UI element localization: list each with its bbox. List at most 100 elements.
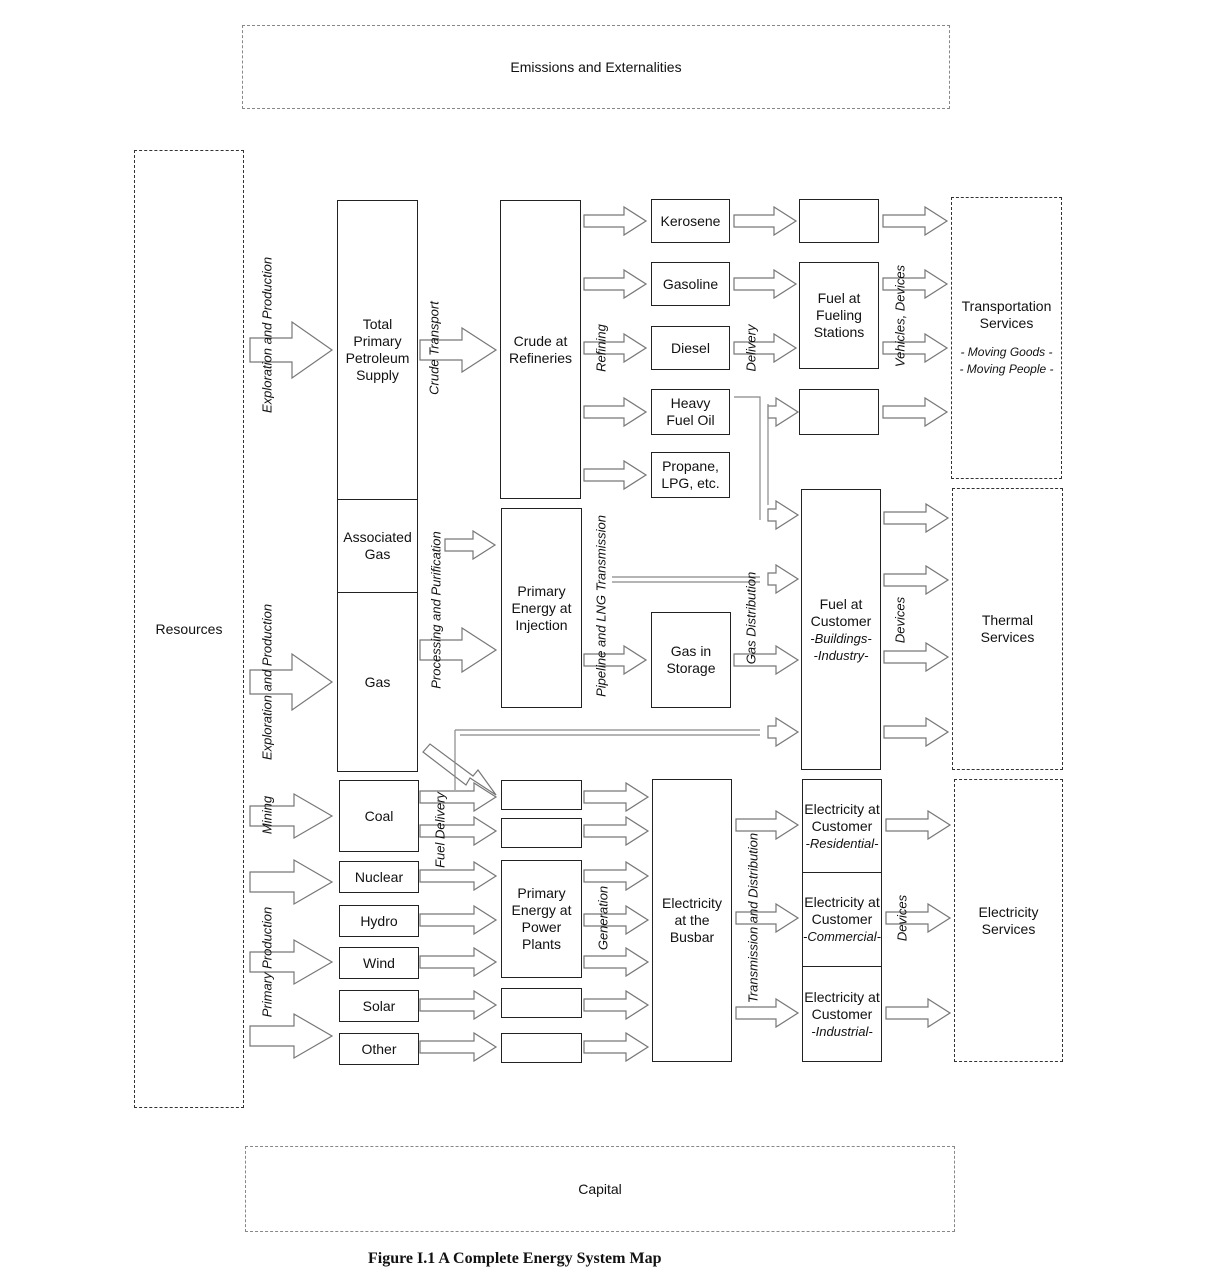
conversion-arrow	[583, 946, 650, 978]
power-plants-label: Primary Energy at Power Plants	[511, 885, 572, 952]
power-plant-slot-4	[501, 1033, 582, 1063]
kerosene-label: Kerosene	[660, 212, 721, 229]
label-transmission: Transmission and Distribution	[745, 832, 761, 1004]
electric-services-box: Electricity Services	[954, 779, 1063, 1062]
conversion-arrow	[583, 781, 650, 813]
label-mining: Mining	[259, 795, 275, 835]
device-arrow	[885, 997, 952, 1029]
power-plant-slot-3	[501, 988, 582, 1018]
transport-services-box: Transportation Services - Moving Goods -…	[951, 197, 1062, 479]
wind-box: Wind	[339, 947, 419, 979]
fuel-customer-label: Fuel at Customer	[810, 595, 872, 629]
transport-services-sub: - Moving Goods - - Moving People -	[959, 345, 1054, 376]
thermal-services-label: Thermal Services	[980, 612, 1035, 645]
solar-label: Solar	[362, 997, 396, 1014]
fueling-slot-top	[799, 199, 879, 243]
supply-arrow	[419, 1031, 498, 1063]
label-gas-distribution: Gas Distribution	[743, 571, 759, 665]
emissions-box: Emissions and Externalities	[242, 25, 950, 109]
fuel-customer-sub: -Buildings- -Industry-	[810, 630, 872, 663]
fueling-slot-bottom	[799, 389, 879, 435]
distribution-arrow	[767, 396, 800, 428]
conversion-arrow	[583, 459, 648, 491]
device-arrow	[885, 809, 952, 841]
nuclear-label: Nuclear	[354, 868, 404, 885]
fueling-stations-label: Fuel at Fueling Stations	[813, 290, 865, 340]
refineries-box: Crude at Refineries	[500, 200, 581, 499]
gas-box: Gas	[337, 592, 418, 772]
gas-storage-label: Gas in Storage	[666, 643, 716, 676]
distribution-arrow	[733, 205, 798, 237]
label-vehicles-devices: Vehicles, Devices	[892, 264, 908, 368]
conversion-arrow	[583, 815, 650, 847]
resources-label: Resources	[155, 620, 223, 637]
distribution-arrow	[767, 563, 800, 595]
petroleum-supply-label: Total Primary Petroleum Supply	[345, 316, 410, 383]
figure-caption: Figure I.1 A Complete Energy System Map	[368, 1250, 662, 1267]
label-crude-transport: Crude Transport	[426, 301, 442, 395]
petroleum-supply-box: Total Primary Petroleum Supply	[337, 200, 418, 500]
elec-residential-box: Electricity at Customer -Residential-	[802, 779, 882, 873]
heavy-fuel-label: Heavy Fuel Oil	[666, 395, 715, 428]
power-plants-box: Primary Energy at Power Plants	[501, 860, 582, 978]
electric-services-label: Electricity Services	[978, 903, 1039, 937]
gas-storage-box: Gas in Storage	[651, 612, 731, 708]
resource-arrow	[249, 1012, 334, 1060]
other-label: Other	[361, 1040, 397, 1057]
gasoline-box: Gasoline	[651, 262, 730, 306]
elec-commercial-box: Electricity at Customer -Commercial-	[802, 872, 882, 967]
elec-residential-sub: -Residential-	[805, 835, 879, 851]
hydro-label: Hydro	[360, 912, 398, 929]
coal-box: Coal	[339, 780, 419, 852]
capital-box: Capital	[245, 1146, 955, 1232]
conversion-arrow	[583, 396, 648, 428]
label-exploration-petroleum: Exploration and Production	[259, 256, 275, 414]
label-devices-thermal: Devices	[892, 596, 908, 644]
elec-residential-label: Electricity at Customer	[804, 800, 880, 834]
distribution-arrow	[735, 997, 800, 1029]
supply-arrow	[419, 815, 498, 847]
label-fuel-delivery: Fuel Delivery	[432, 792, 448, 868]
conversion-arrow	[583, 1031, 650, 1063]
distribution-arrow	[767, 716, 800, 748]
label-exploration-gas: Exploration and Production	[259, 603, 275, 761]
propane-box: Propane, LPG, etc.	[651, 452, 730, 498]
label-processing: Processing and Purification	[428, 531, 444, 689]
supply-arrow	[419, 860, 498, 892]
conversion-arrow	[583, 989, 650, 1021]
kerosene-box: Kerosene	[651, 199, 730, 243]
other-box: Other	[339, 1033, 419, 1065]
diesel-label: Diesel	[671, 339, 710, 356]
injection-label: Primary Energy at Injection	[511, 582, 572, 633]
distribution-arrow	[767, 499, 800, 531]
elec-commercial-label: Electricity at Customer	[804, 894, 880, 927]
conversion-arrow	[583, 268, 648, 300]
distribution-arrow	[733, 268, 798, 300]
heavy-fuel-box: Heavy Fuel Oil	[651, 389, 730, 435]
label-generation: Generation	[595, 885, 611, 951]
power-plant-slot-1	[501, 780, 582, 810]
fuel-customer-box: Fuel at Customer -Buildings- -Industry-	[801, 489, 881, 770]
thermal-services-box: Thermal Services	[952, 488, 1063, 770]
label-pipeline: Pipeline and LNG Transmission	[593, 515, 609, 697]
associated-gas-box: Associated Gas	[337, 499, 418, 593]
associated-gas-label: Associated Gas	[343, 529, 412, 562]
emissions-label: Emissions and Externalities	[510, 58, 682, 75]
gasoline-label: Gasoline	[662, 275, 719, 292]
device-arrow	[883, 564, 950, 596]
coal-label: Coal	[364, 807, 394, 824]
device-arrow	[882, 205, 949, 237]
device-arrow	[882, 396, 949, 428]
conversion-arrow	[583, 205, 648, 237]
refineries-label: Crude at Refineries	[508, 332, 573, 366]
device-arrow	[883, 641, 950, 673]
device-arrow	[883, 502, 950, 534]
label-primary-production: Primary Production	[259, 906, 275, 1018]
busbar-box: Electricity at the Busbar	[652, 779, 732, 1062]
resource-arrow	[249, 858, 334, 906]
label-refining: Refining	[593, 324, 609, 372]
elec-industrial-sub: -Industrial-	[811, 1023, 873, 1039]
injection-box: Primary Energy at Injection	[501, 508, 582, 708]
diagonal-arrow	[422, 743, 497, 796]
supply-arrow	[419, 989, 498, 1021]
